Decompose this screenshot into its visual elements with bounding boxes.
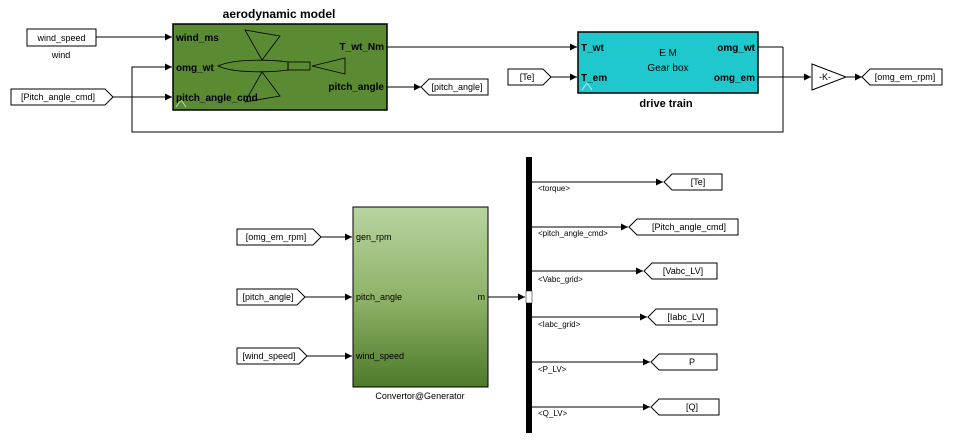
goto-pitch-angle-cmd-label: [Pitch_angle_cmd] <box>652 222 726 232</box>
drive-port-omg-wt: omg_wt <box>717 43 755 54</box>
bus-output-p: <P_LV> <box>532 358 650 374</box>
goto-p[interactable]: P <box>650 353 718 371</box>
aero-port-omg-wt: omg_wt <box>176 63 214 74</box>
aero-corner-mark <box>175 99 187 108</box>
bus-output-torque: <torque> <box>532 178 663 193</box>
wind-speed-constant[interactable]: wind_speed <box>26 28 97 47</box>
bus-output-iabc: <Iabc_grid> <box>532 313 647 329</box>
from-wind-speed-label: [wind_speed] <box>242 351 295 361</box>
drive-port-omg-em: omg_em <box>714 73 755 84</box>
drive-name-gearbox: Gear box <box>647 63 688 74</box>
bus-signal-iabc: <Iabc_grid> <box>538 320 581 329</box>
from-pitch-angle[interactable]: [pitch_angle] <box>236 288 306 306</box>
goto-q-label: [Q] <box>686 402 698 412</box>
bus-output-vabc: <Vabc_grid> <box>532 267 643 284</box>
turbine-icon <box>217 29 346 103</box>
goto-pitch-angle[interactable]: [pitch_angle] <box>420 78 489 96</box>
goto-q[interactable]: [Q] <box>650 398 720 416</box>
bus-selector-port <box>525 290 533 304</box>
wind-speed-constant-label: wind_speed <box>36 33 85 43</box>
from-omg-em-rpm[interactable]: [omg_em_rpm] <box>236 228 322 246</box>
from-te-top-label: [Te] <box>520 72 535 82</box>
goto-pitch-angle-cmd[interactable]: [Pitch_angle_cmd] <box>628 218 739 236</box>
bus-output-q: <Q_LV> <box>532 403 650 418</box>
aerodynamic-model-block[interactable]: wind_ms omg_wt pitch_angle_cmd T_wt_Nm p… <box>172 23 388 111</box>
bus-output-pitch-cmd: <pitch_angle_cmd> <box>532 223 628 238</box>
from-pitch-angle-label: [pitch_angle] <box>242 292 293 302</box>
goto-omg-em-rpm[interactable]: [omg_em_rpm] <box>861 68 943 86</box>
bus-signal-q: <Q_LV> <box>538 409 568 418</box>
aero-model-title: aerodynamic model <box>223 7 336 21</box>
gain-block[interactable]: -K- <box>811 63 848 91</box>
drive-name-em: E M <box>659 48 677 59</box>
conv-port-pitch-angle: pitch_angle <box>356 292 402 302</box>
goto-vabc-lv[interactable]: [Vabc_LV] <box>643 262 718 280</box>
goto-pitch-angle-label: [pitch_angle] <box>431 82 482 92</box>
goto-te-label: [Te] <box>691 177 706 187</box>
goto-iabc-lv[interactable]: [Iabc_LV] <box>647 308 718 326</box>
from-pitch-angle-cmd-label: [Pitch_angle_cmd] <box>21 92 95 102</box>
goto-vabc-lv-label: [Vabc_LV] <box>663 266 703 276</box>
bus-signal-pitch-cmd: <pitch_angle_cmd> <box>538 229 608 238</box>
aero-port-twt: T_wt_Nm <box>340 42 385 53</box>
wind-constant-caption: wind <box>51 50 71 60</box>
bus-signal-p: <P_LV> <box>538 365 567 374</box>
drive-train-title: drive train <box>639 98 692 110</box>
convertor-title: Convertor@Generator <box>375 391 464 401</box>
from-te-top[interactable]: [Te] <box>507 68 552 86</box>
goto-te[interactable]: [Te] <box>663 173 723 191</box>
aero-port-pitch-angle: pitch_angle <box>328 82 384 93</box>
from-wind-speed[interactable]: [wind_speed] <box>236 347 308 365</box>
drive-corner-mark <box>581 82 593 91</box>
from-pitch-angle-cmd[interactable]: [Pitch_angle_cmd] <box>10 88 114 106</box>
conv-port-gen-rpm: gen_rpm <box>356 232 392 242</box>
gain-label: -K- <box>819 72 831 82</box>
goto-omg-em-rpm-label: [omg_em_rpm] <box>875 72 936 82</box>
aero-port-wind-ms: wind_ms <box>175 33 219 44</box>
drive-port-tem: T_em <box>581 73 607 84</box>
aero-port-pitch-cmd: pitch_angle_cmd <box>176 93 258 104</box>
from-omg-em-rpm-label: [omg_em_rpm] <box>246 232 307 242</box>
bus-signal-vabc: <Vabc_grid> <box>538 275 583 284</box>
wire-omg-wt-feedback <box>131 47 784 133</box>
drive-port-twt: T_wt <box>581 43 604 54</box>
drive-train-block[interactable]: E M Gear box T_wt T_em omg_wt omg_em <box>577 31 759 94</box>
goto-iabc-lv-label: [Iabc_LV] <box>667 312 704 322</box>
bus-signal-torque: <torque> <box>538 184 570 193</box>
conv-port-wind-speed: wind_speed <box>355 351 404 361</box>
convertor-generator-block[interactable]: gen_rpm pitch_angle wind_speed m <box>352 206 489 388</box>
conv-port-m: m <box>478 292 486 302</box>
goto-p-label: P <box>689 357 695 367</box>
